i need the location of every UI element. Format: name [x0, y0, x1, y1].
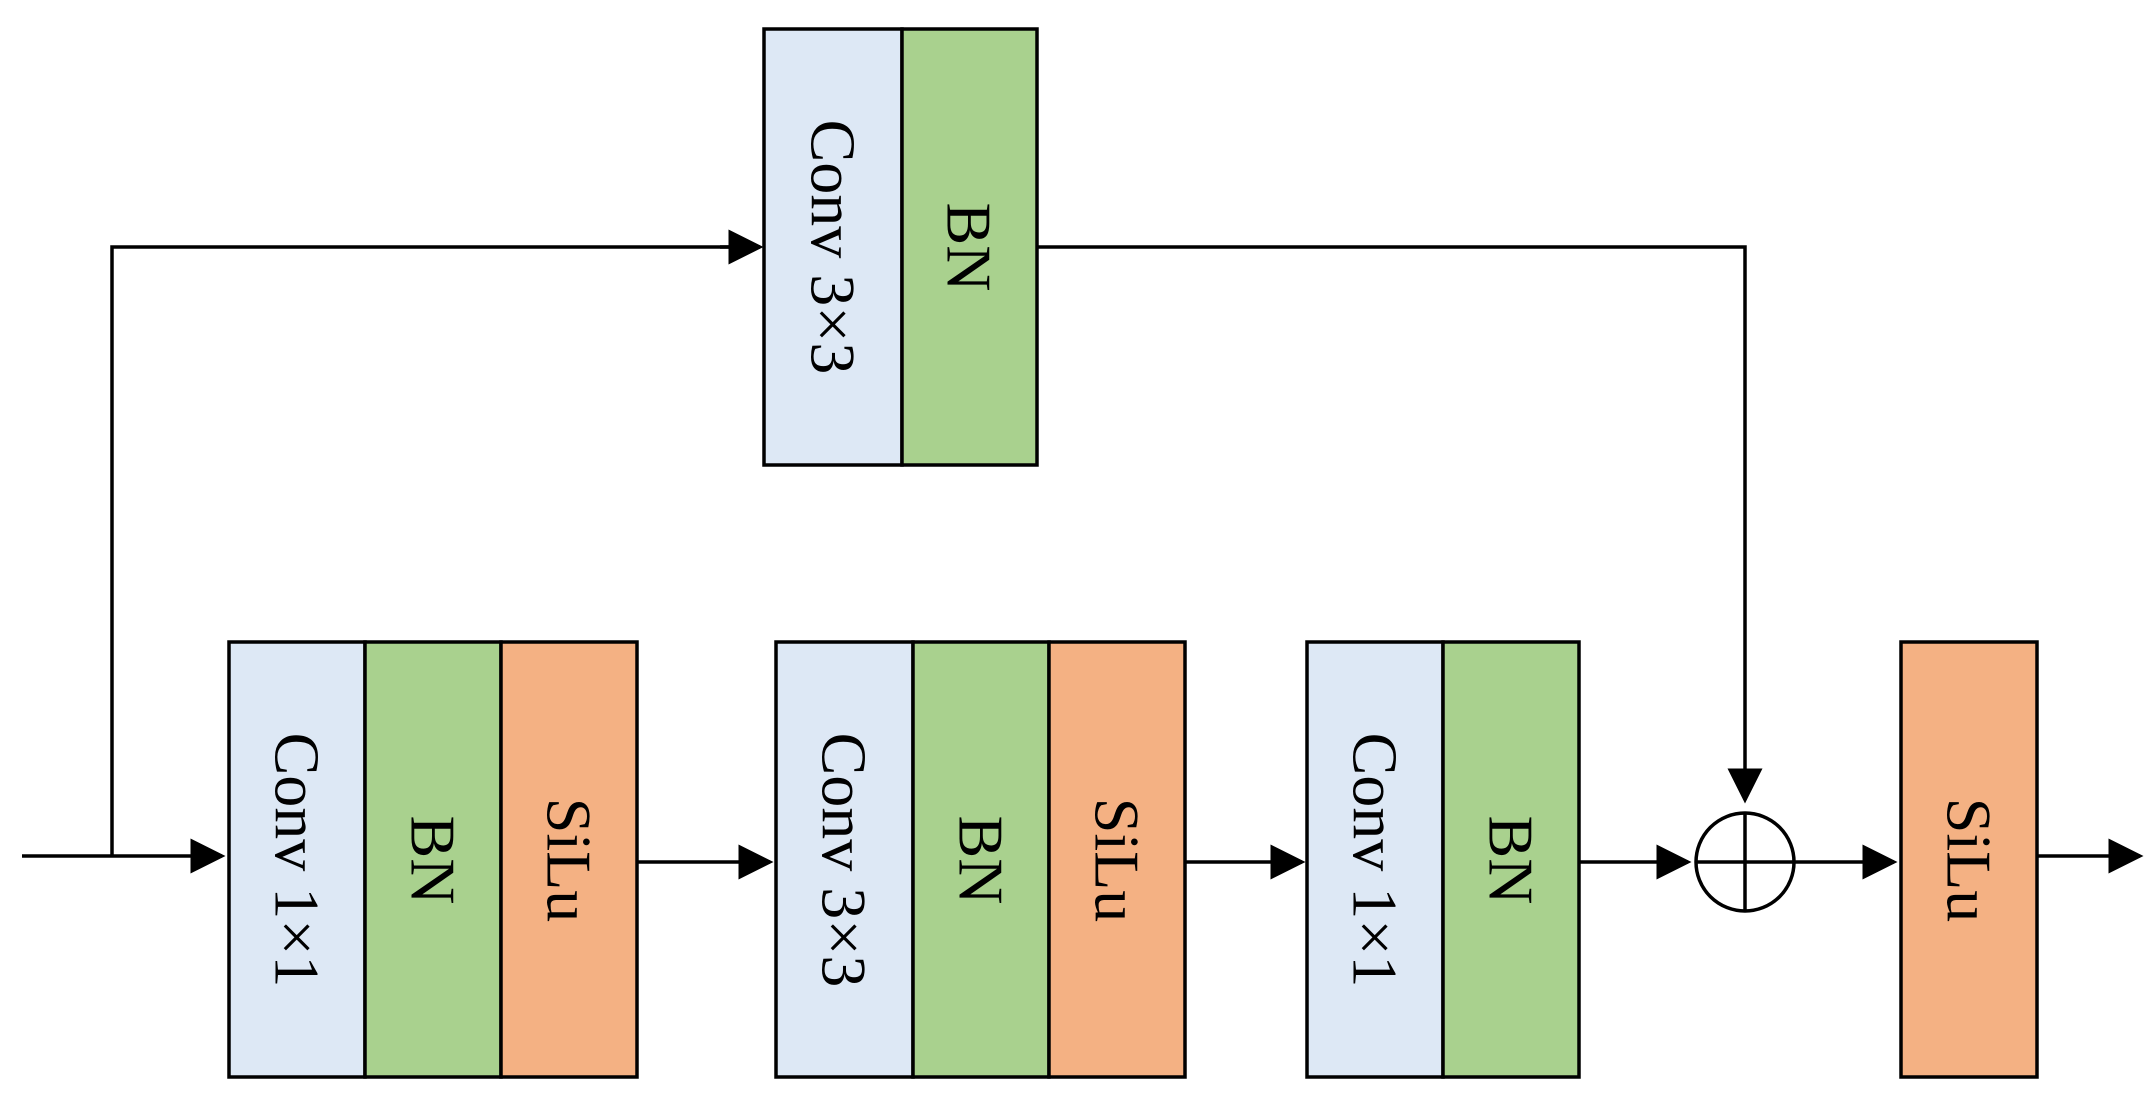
group3-conv-cell	[1305, 640, 1445, 1079]
shortcut-conv-label: Conv 3×3	[798, 120, 869, 375]
group1-conv-label: Conv 1×1	[262, 733, 333, 988]
output-silu-block: SiLu	[1899, 640, 2039, 1079]
group1-silu-cell	[499, 640, 639, 1079]
group1-bn-label: BN	[398, 816, 469, 905]
group3-bn-label: BN	[1476, 816, 1547, 905]
shortcut-block: Conv 3×3 BN	[762, 27, 1039, 467]
group2-silu-label: SiLu	[1082, 798, 1153, 922]
main-group-2: Conv 3×3 BN SiLu	[774, 640, 1187, 1079]
shortcut-up-wire	[110, 245, 758, 856]
output-silu-label: SiLu	[1934, 798, 2005, 922]
group2-bn-cell	[911, 640, 1051, 1079]
main-group-1: Conv 1×1 BN SiLu	[227, 640, 639, 1079]
output-silu-cell	[1899, 640, 2039, 1079]
group3-bn-cell	[1441, 640, 1581, 1079]
add-node-icon	[1694, 811, 1796, 913]
group1-silu-label: SiLu	[534, 798, 605, 922]
shortcut-bn-label: BN	[934, 203, 1005, 292]
shortcut-down-wire	[1038, 245, 1763, 804]
group2-bn-label: BN	[946, 816, 1017, 905]
group3-conv-label: Conv 1×1	[1340, 733, 1411, 988]
group1-conv-cell	[227, 640, 367, 1079]
group2-conv-label: Conv 3×3	[809, 733, 880, 988]
group2-conv-cell	[774, 640, 915, 1079]
group2-silu-cell	[1047, 640, 1187, 1079]
main-group-3: Conv 1×1 BN	[1305, 640, 1581, 1079]
group1-bn-cell	[363, 640, 503, 1079]
shortcut-bn-cell	[900, 27, 1039, 467]
